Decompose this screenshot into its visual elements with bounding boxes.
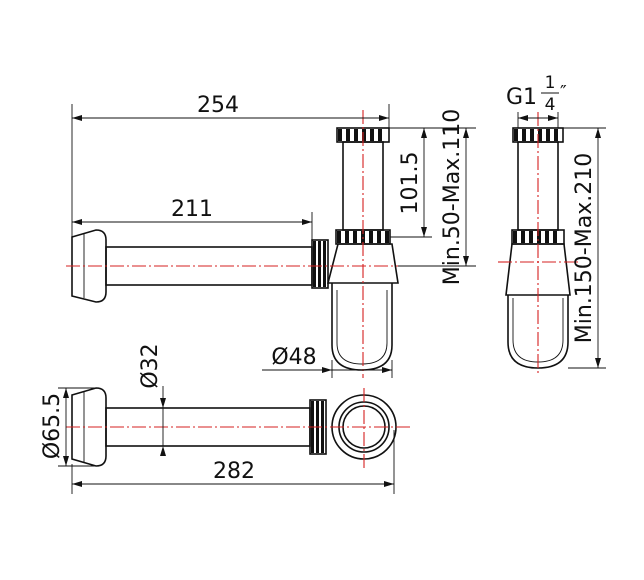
dim-trap-diameter: Ø48 (271, 345, 316, 370)
dimension-labels: 254 211 Min.50-Max.110 101.5 Ø48 Min.150… (40, 73, 597, 484)
dim-101-5: 101.5 (398, 152, 423, 215)
dim-pipe-diameter: Ø32 (138, 343, 163, 388)
thread-spec: G1 1 4 ″ (506, 73, 567, 115)
side-bottle-body (505, 243, 571, 296)
front-view (71, 127, 399, 371)
dimension-arrowheads (63, 115, 601, 487)
dim-rosette-diameter: Ø65.5 (40, 393, 65, 459)
thread-denominator: 4 (545, 95, 556, 115)
thread-inch-mark: ″ (560, 82, 567, 103)
dim-min150-max210: Min.150-Max.210 (572, 153, 597, 343)
thread-prefix: G1 (506, 85, 537, 110)
thread-numerator: 1 (545, 73, 556, 93)
top-rosette (71, 387, 107, 467)
dim-282: 282 (213, 459, 255, 484)
dimension-lines (58, 104, 606, 494)
dim-211: 211 (171, 197, 213, 222)
front-pipe-nut (311, 239, 329, 289)
dim-min50-max110: Min.50-Max.110 (440, 109, 465, 285)
front-rosette (71, 229, 107, 303)
front-bottle-body (326, 243, 399, 284)
center-axes (66, 110, 578, 468)
dim-254: 254 (197, 93, 239, 118)
